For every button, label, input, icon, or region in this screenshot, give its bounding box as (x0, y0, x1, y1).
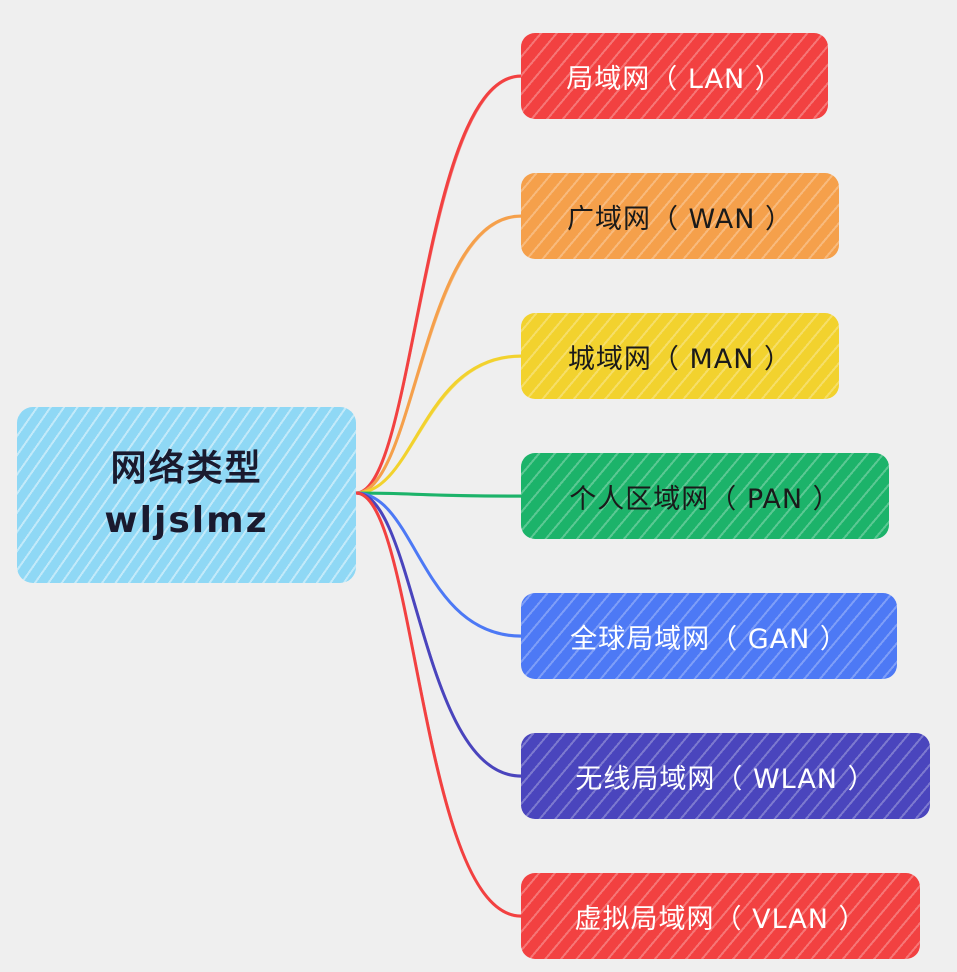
connector-line (354, 74, 523, 495)
branch-label: 局域网（ LAN ） (566, 63, 783, 95)
branch-label: 全球局域网（ GAN ） (570, 623, 848, 655)
branch-node-man[interactable]: 城域网（ MAN ） (521, 313, 839, 399)
branch-node-vlan[interactable]: 虚拟局域网（ VLAN ） (521, 873, 920, 959)
branch-node-wan[interactable]: 广域网（ WAN ） (521, 173, 839, 259)
connector-line (355, 356, 522, 495)
branch-node-wlan[interactable]: 无线局域网（ WLAN ） (521, 733, 930, 819)
branch-label: 个人区域网（ PAN ） (569, 483, 841, 515)
connector-line (355, 216, 522, 495)
root-title: 网络类型 (110, 448, 263, 489)
connector-line (354, 354, 523, 495)
branch-label: 城域网（ MAN ） (567, 343, 793, 375)
connector-line (354, 491, 523, 498)
connector-line (355, 76, 522, 495)
branch-node-gan[interactable]: 全球局域网（ GAN ） (521, 593, 897, 679)
root-subtitle: wljslmz (104, 500, 269, 541)
branch-node-pan[interactable]: 个人区域网（ PAN ） (521, 453, 889, 539)
connector-line (355, 493, 522, 778)
branch-label: 无线局域网（ WLAN ） (575, 763, 876, 795)
connector-line (354, 491, 523, 778)
branch-node-lan[interactable]: 局域网（ LAN ） (521, 33, 828, 119)
connector-line (355, 493, 522, 918)
connector-line (354, 491, 523, 918)
branch-label: 广域网（ WAN ） (566, 203, 794, 235)
connector-line (355, 493, 522, 498)
connector-line (354, 214, 523, 495)
branch-label: 虚拟局域网（ VLAN ） (574, 903, 867, 935)
root-node[interactable]: 网络类型 wljslmz (17, 407, 356, 583)
connector-line (355, 493, 522, 638)
